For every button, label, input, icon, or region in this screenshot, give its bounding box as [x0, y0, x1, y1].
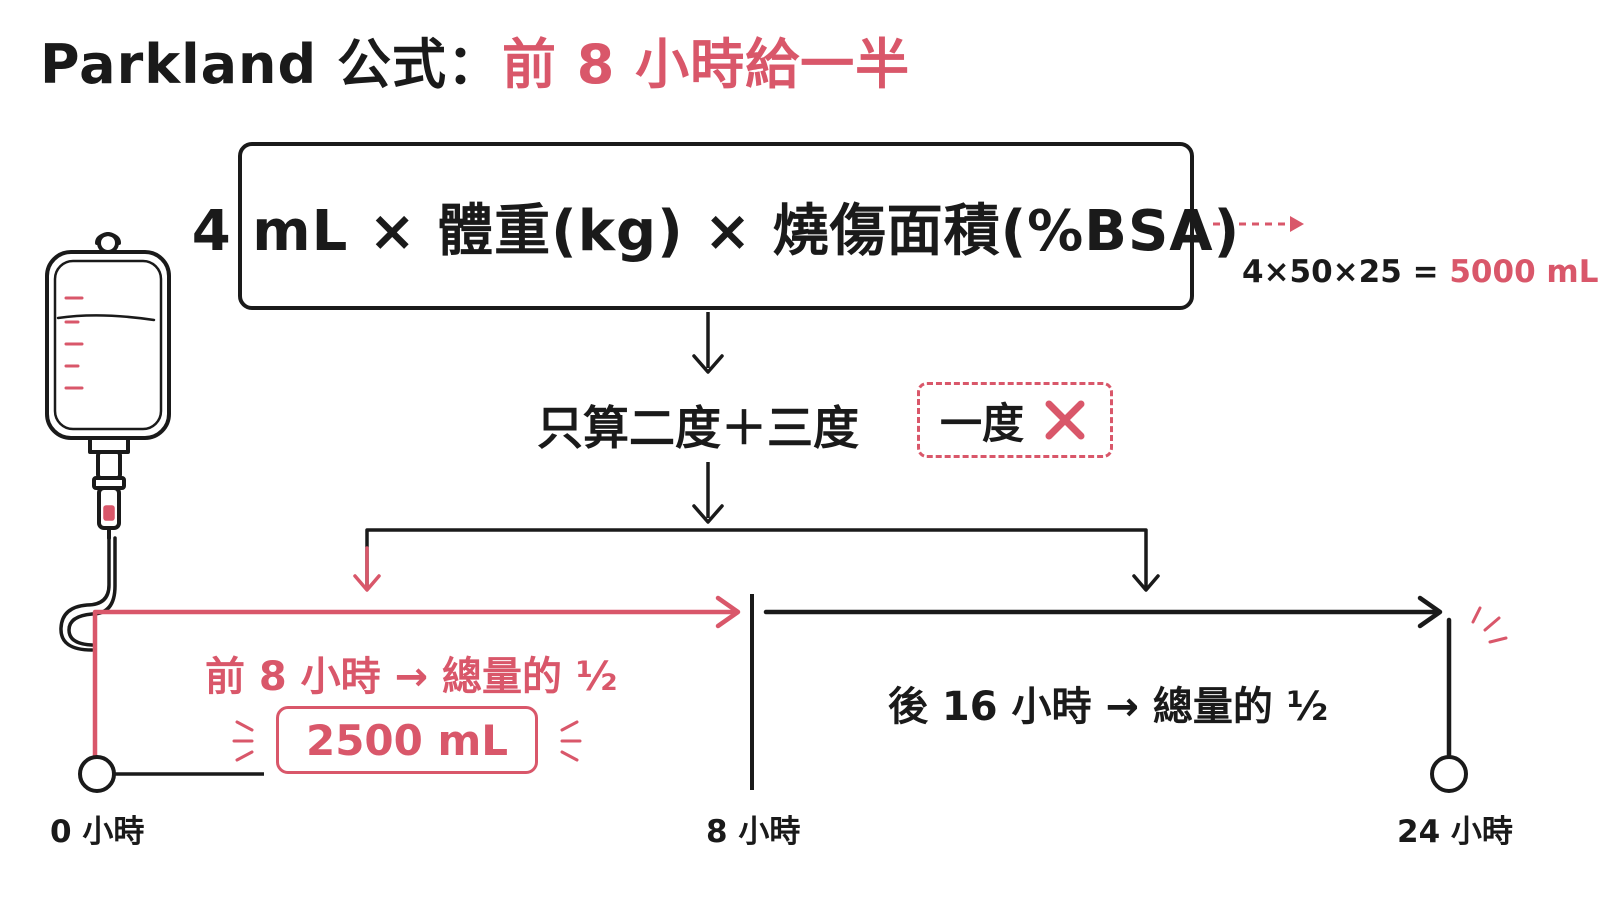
emphasis-ticks: [232, 720, 582, 762]
time-label-0h: 0 小時: [50, 814, 145, 850]
first-phase-arrow: [92, 595, 741, 759]
node-0h: [78, 755, 116, 793]
included-degrees: 只算二度＋三度: [537, 401, 859, 455]
second-phase-arrow: [763, 595, 1452, 759]
time-label-24h: 24 小時: [1397, 814, 1513, 850]
split-bracket: [353, 528, 1160, 592]
first-phase-dose: 2500 mL: [305, 715, 509, 765]
excluded-degree-label: 一度: [940, 398, 1025, 448]
dotted-arrow-icon: [1213, 216, 1304, 232]
iv-bag-icon: [45, 232, 171, 652]
example-calculation: 4×50×25 = 5000 mL: [1242, 254, 1599, 290]
end-sparkle: [1471, 606, 1508, 644]
page-title: Parkland 公式：前 8 小時給一半: [40, 30, 910, 100]
formula-text: 4 mL × 體重(kg) × 燒傷面積(%BSA): [191, 198, 1241, 264]
time-label-8h: 8 小時: [706, 814, 801, 850]
first-phase-dose-box: 2500 mL: [276, 706, 538, 774]
formula-box: 4 mL × 體重(kg) × 燒傷面積(%BSA): [192, 142, 1239, 310]
title-highlight: 前 8 小時給一半: [501, 33, 911, 96]
excluded-degree-box: 一度: [917, 382, 1113, 458]
cross-icon: [1045, 400, 1085, 440]
node-24h: [1430, 755, 1468, 793]
second-phase-label: 後 16 小時 → 總量的 ½: [888, 684, 1329, 730]
title-prefix: Parkland 公式：: [40, 33, 502, 96]
first-phase-label: 前 8 小時 → 總量的 ½: [205, 654, 618, 700]
example-result: 5000 mL: [1449, 254, 1599, 290]
example-expression: 4×50×25 =: [1242, 254, 1450, 290]
